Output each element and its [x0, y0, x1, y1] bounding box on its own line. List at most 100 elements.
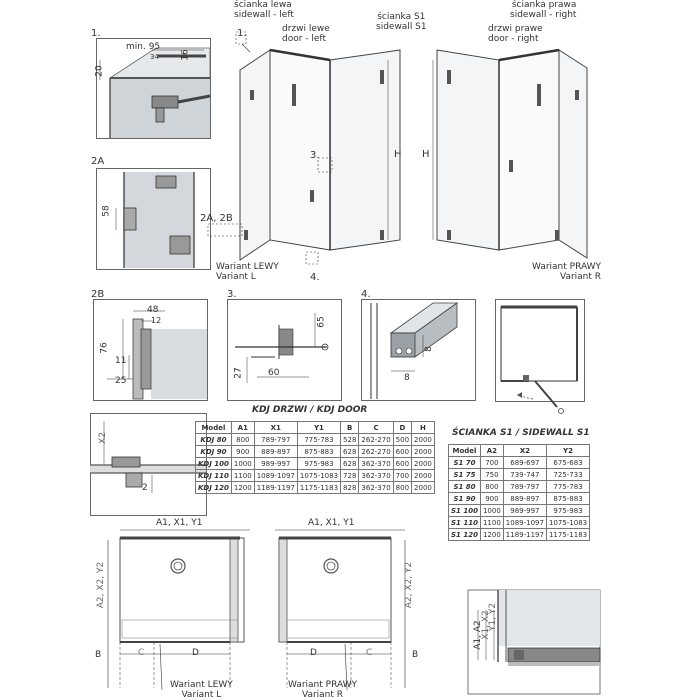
- sidewall_table-cell: 875-883: [545, 492, 591, 505]
- door_table-cell: KDJ 80: [195, 433, 232, 446]
- door_table-cell: 800: [230, 433, 255, 446]
- sidewall_table-cell: S1 80: [448, 480, 481, 493]
- door_table-cell: 1000: [230, 457, 255, 470]
- dim-2: 2: [142, 483, 148, 493]
- sidewall_table-cell: 725-733: [545, 468, 591, 481]
- label-variant-right: Wariant PRAWY Variant R: [532, 262, 602, 282]
- door_table-cell: 800: [392, 481, 413, 494]
- detail-7-drawing: [467, 589, 601, 695]
- sidewall_table-cell: 689-697: [502, 456, 547, 469]
- right-cabin-drawing: [432, 48, 588, 259]
- sidewall_table-cell: 889-897: [502, 492, 547, 505]
- dim-48: 48: [147, 305, 159, 315]
- dim-60: 60: [268, 368, 280, 378]
- door_table-cell: 1175-1183: [296, 481, 342, 494]
- door_table-cell: 2000: [411, 469, 435, 482]
- dim-a1x1y1-right: A1, X1, Y1: [308, 518, 355, 528]
- dim-a2x2y2-right: A2, X2, Y2: [404, 561, 415, 609]
- door_table-cell: 1189-1197: [253, 481, 298, 494]
- section-1-mark: 1.: [91, 28, 101, 39]
- door_table-header-cell: Model: [195, 421, 232, 434]
- door_table-header-cell: X1: [253, 421, 298, 434]
- dim-34: 34: [150, 53, 159, 61]
- sidewall_table-cell: 700: [479, 456, 504, 469]
- sidewall_table-header-cell: Y2: [545, 444, 591, 457]
- label-sidewall-left: ścianka lewa sidewall - left: [234, 0, 294, 20]
- dim-8-horizontal: 8: [404, 373, 410, 383]
- dim-d-right: D: [310, 648, 317, 658]
- dim-20: 20: [94, 65, 105, 77]
- detail-4-drawing: [370, 302, 459, 399]
- label-variant-left-bottom: Wariant LEWY Variant L: [170, 680, 233, 700]
- door_table-cell: 2000: [411, 481, 435, 494]
- door_table-cell: 875-883: [296, 445, 342, 458]
- door_table-header-cell: Y1: [296, 421, 342, 434]
- sidewall_table-cell: 1189-1197: [502, 528, 547, 541]
- dim-11: 11: [115, 356, 127, 366]
- label-sidewall-right: ścianka prawa sidewall - right: [510, 0, 577, 20]
- door_table-header-cell: D: [392, 421, 413, 434]
- door_table-cell: 900: [230, 445, 255, 458]
- sidewall_table-cell: 750: [479, 468, 504, 481]
- dim-c-right: C: [366, 648, 373, 658]
- door_table-cell: KDJ 100: [195, 457, 232, 470]
- door_table-cell: 1200: [230, 481, 255, 494]
- callout-3: 3.: [310, 150, 320, 161]
- sidewall_table-cell: 1200: [479, 528, 504, 541]
- door_table-cell: 600: [392, 457, 413, 470]
- door_table-cell: 789-797: [253, 433, 298, 446]
- door_table-cell: 1100: [230, 469, 255, 482]
- dim-d-left: D: [192, 648, 199, 658]
- sidewall_table-cell: 1089-1097: [502, 516, 547, 529]
- left-cabin-drawing: [207, 31, 401, 265]
- door_table-header-cell: H: [411, 421, 435, 434]
- dim-c-left: C: [138, 648, 145, 658]
- dim-16: 16: [180, 49, 191, 61]
- dim-h-left: H: [394, 149, 402, 160]
- plan-right-drawing: [275, 529, 406, 691]
- sidewall_table-cell: S1 120: [448, 528, 481, 541]
- sidewall_table-cell: 789-797: [502, 480, 547, 493]
- door_table-cell: 528: [340, 433, 360, 446]
- dim-58: 58: [101, 205, 112, 217]
- dim-min95: min. 95: [126, 42, 161, 52]
- door_table-cell: 889-897: [253, 445, 298, 458]
- detail-3-panel: [227, 299, 342, 401]
- detail-6-drawing: [90, 421, 206, 493]
- sidewall_table-cell: 975-983: [545, 504, 591, 517]
- door_table-cell: 362-370: [358, 481, 394, 494]
- sidewall_table-cell: S1 75: [448, 468, 481, 481]
- sidewall_table-cell: 1075-1083: [545, 516, 591, 529]
- sidewall_table-cell: S1 100: [448, 504, 481, 517]
- dim-76: 76: [99, 342, 110, 354]
- dim-25: 25: [115, 376, 127, 386]
- section-2b-mark: 2B: [91, 289, 105, 300]
- door_table-cell: 975-983: [296, 457, 342, 470]
- door_table-cell: 628: [340, 445, 360, 458]
- door_table-cell: 2000: [411, 457, 435, 470]
- door_table-cell: 2000: [411, 445, 435, 458]
- callout-1: 1.: [237, 28, 247, 39]
- sidewall_table-cell: 1175-1183: [545, 528, 591, 541]
- label-door-left: drzwi lewe door - left: [282, 24, 330, 44]
- door_table-cell: 775-783: [296, 433, 342, 446]
- door_table-cell: KDJ 110: [195, 469, 232, 482]
- door_table-cell: 1075-1083: [296, 469, 342, 482]
- door_table-cell: KDJ 120: [195, 481, 232, 494]
- sidewall_table-cell: 739-747: [502, 468, 547, 481]
- dim-b-right: B: [412, 650, 419, 660]
- door_table-cell: 828: [340, 481, 360, 494]
- label-sidewall-s1: ścianka S1 sidewall S1: [376, 12, 427, 32]
- sidewall_table-header-cell: A2: [479, 444, 504, 457]
- detail-2a-drawing: [115, 172, 195, 268]
- door_table-cell: 362-370: [358, 457, 394, 470]
- sidewall_table-cell: 1000: [479, 504, 504, 517]
- dim-a2x2y2-left: A2, X2, Y2: [96, 561, 107, 609]
